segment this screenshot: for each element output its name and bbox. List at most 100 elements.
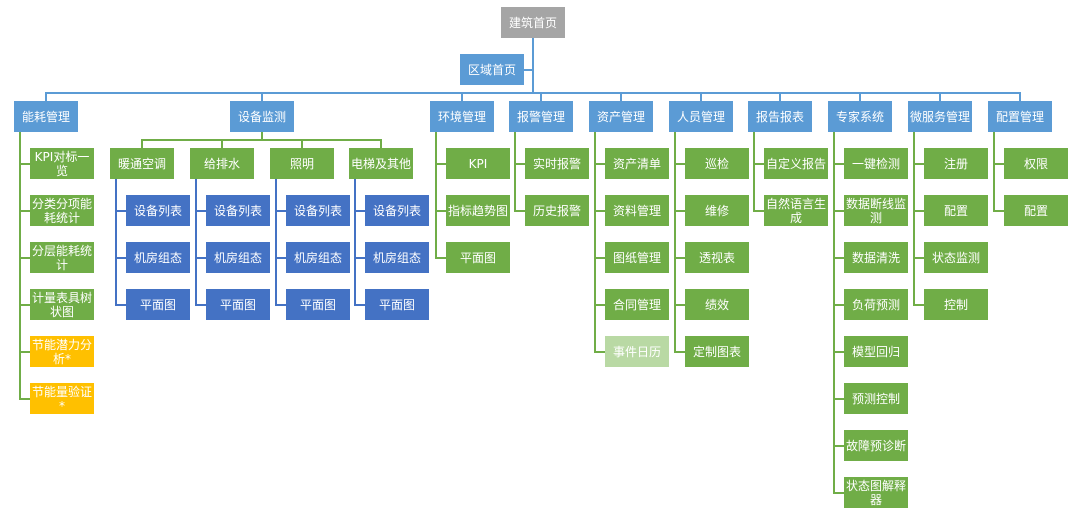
menu-item[interactable]: 分类分项能耗统计 (30, 195, 94, 226)
connector-line (833, 163, 844, 165)
menu-item[interactable]: 数据断线监测 (844, 195, 908, 226)
menu-item[interactable]: 状态监测 (924, 242, 988, 273)
category-8[interactable]: 微服务管理 (908, 101, 972, 132)
menu-item[interactable]: 事件日历 (605, 336, 669, 367)
menu-item[interactable]: 实时报警 (525, 148, 589, 179)
connector-line (753, 210, 764, 212)
connector-line (779, 92, 781, 101)
connector-line (674, 257, 685, 259)
device-subsystem[interactable]: 电梯及其他 (349, 148, 413, 179)
menu-item[interactable]: 控制 (924, 289, 988, 320)
connector-line (115, 179, 117, 305)
device-subsystem[interactable]: 给排水 (190, 148, 254, 179)
menu-item[interactable]: 定制图表 (685, 336, 749, 367)
menu-item[interactable]: 资产清单 (605, 148, 669, 179)
device-view-item[interactable]: 机房组态 (206, 242, 270, 273)
device-view-item[interactable]: 设备列表 (206, 195, 270, 226)
connector-line (993, 163, 1004, 165)
connector-line (532, 38, 534, 94)
menu-item[interactable]: 透视表 (685, 242, 749, 273)
connector-line (833, 492, 844, 494)
menu-item[interactable]: 负荷预测 (844, 289, 908, 320)
device-view-item[interactable]: 平面图 (365, 289, 429, 320)
connector-line (913, 210, 924, 212)
device-view-item[interactable]: 设备列表 (126, 195, 190, 226)
device-subsystem[interactable]: 暖通空调 (110, 148, 174, 179)
category-0[interactable]: 能耗管理 (14, 101, 78, 132)
menu-item[interactable]: 合同管理 (605, 289, 669, 320)
connector-line (753, 132, 755, 211)
connector-line (19, 351, 30, 353)
menu-item[interactable]: KPI (446, 148, 510, 179)
connector-line (461, 92, 463, 101)
connector-line (261, 92, 263, 101)
category-4[interactable]: 资产管理 (589, 101, 653, 132)
menu-item[interactable]: 配置 (1004, 195, 1068, 226)
connector-line (19, 163, 30, 165)
connector-line (275, 210, 286, 212)
device-view-item[interactable]: 平面图 (206, 289, 270, 320)
connector-line (833, 257, 844, 259)
connector-line (833, 351, 844, 353)
menu-item[interactable]: 巡检 (685, 148, 749, 179)
menu-item[interactable]: 绩效 (685, 289, 749, 320)
menu-item[interactable]: 计量表具树状图 (30, 289, 94, 320)
connector-line (115, 210, 126, 212)
device-subsystem[interactable]: 照明 (270, 148, 334, 179)
category-9[interactable]: 配置管理 (988, 101, 1052, 132)
menu-item[interactable]: 平面图 (446, 242, 510, 273)
menu-item[interactable]: 数据清洗 (844, 242, 908, 273)
connector-line (19, 132, 21, 399)
menu-item[interactable]: 模型回归 (844, 336, 908, 367)
connector-line (435, 132, 437, 258)
device-view-item[interactable]: 平面图 (126, 289, 190, 320)
menu-item[interactable]: 预测控制 (844, 383, 908, 414)
connector-line (674, 351, 685, 353)
category-3[interactable]: 报警管理 (509, 101, 573, 132)
menu-item[interactable]: 节能潜力分析* (30, 336, 94, 367)
category-5[interactable]: 人员管理 (669, 101, 733, 132)
category-1[interactable]: 设备监测 (230, 101, 294, 132)
connector-line (700, 92, 702, 101)
region-home-node[interactable]: 区域首页 (460, 54, 524, 85)
menu-item[interactable]: 故障预诊断 (844, 430, 908, 461)
connector-line (275, 179, 277, 305)
category-7[interactable]: 专家系统 (828, 101, 892, 132)
connector-line (913, 132, 915, 305)
category-6[interactable]: 报告报表 (748, 101, 812, 132)
connector-line (833, 398, 844, 400)
connector-line (354, 179, 356, 305)
menu-item[interactable]: 自定义报告 (764, 148, 828, 179)
menu-item[interactable]: 指标趋势图 (446, 195, 510, 226)
menu-item[interactable]: 图纸管理 (605, 242, 669, 273)
device-view-item[interactable]: 设备列表 (365, 195, 429, 226)
menu-item[interactable]: 权限 (1004, 148, 1068, 179)
device-view-item[interactable]: 机房组态 (126, 242, 190, 273)
menu-item[interactable]: 维修 (685, 195, 749, 226)
menu-item[interactable]: 配置 (924, 195, 988, 226)
menu-item[interactable]: 资料管理 (605, 195, 669, 226)
root-node-building-home[interactable]: 建筑首页 (501, 7, 565, 38)
menu-item[interactable]: 历史报警 (525, 195, 589, 226)
menu-item[interactable]: 自然语言生成 (764, 195, 828, 226)
menu-item[interactable]: 注册 (924, 148, 988, 179)
connector-line (833, 132, 835, 493)
device-view-item[interactable]: 机房组态 (365, 242, 429, 273)
connector-line (380, 139, 382, 148)
connector-line (195, 304, 206, 306)
device-view-item[interactable]: 平面图 (286, 289, 350, 320)
connector-line (833, 445, 844, 447)
connector-line (913, 304, 924, 306)
device-view-item[interactable]: 机房组态 (286, 242, 350, 273)
connector-line (19, 210, 30, 212)
connector-line (674, 210, 685, 212)
menu-item[interactable]: KPI对标一览 (30, 148, 94, 179)
menu-item[interactable]: 一键检测 (844, 148, 908, 179)
device-view-item[interactable]: 设备列表 (286, 195, 350, 226)
connector-line (195, 257, 206, 259)
category-2[interactable]: 环境管理 (430, 101, 494, 132)
connector-line (19, 304, 30, 306)
menu-item[interactable]: 分层能耗统计 (30, 242, 94, 273)
menu-item[interactable]: 状态图解释器 (844, 477, 908, 508)
menu-item[interactable]: 节能量验证* (30, 383, 94, 414)
